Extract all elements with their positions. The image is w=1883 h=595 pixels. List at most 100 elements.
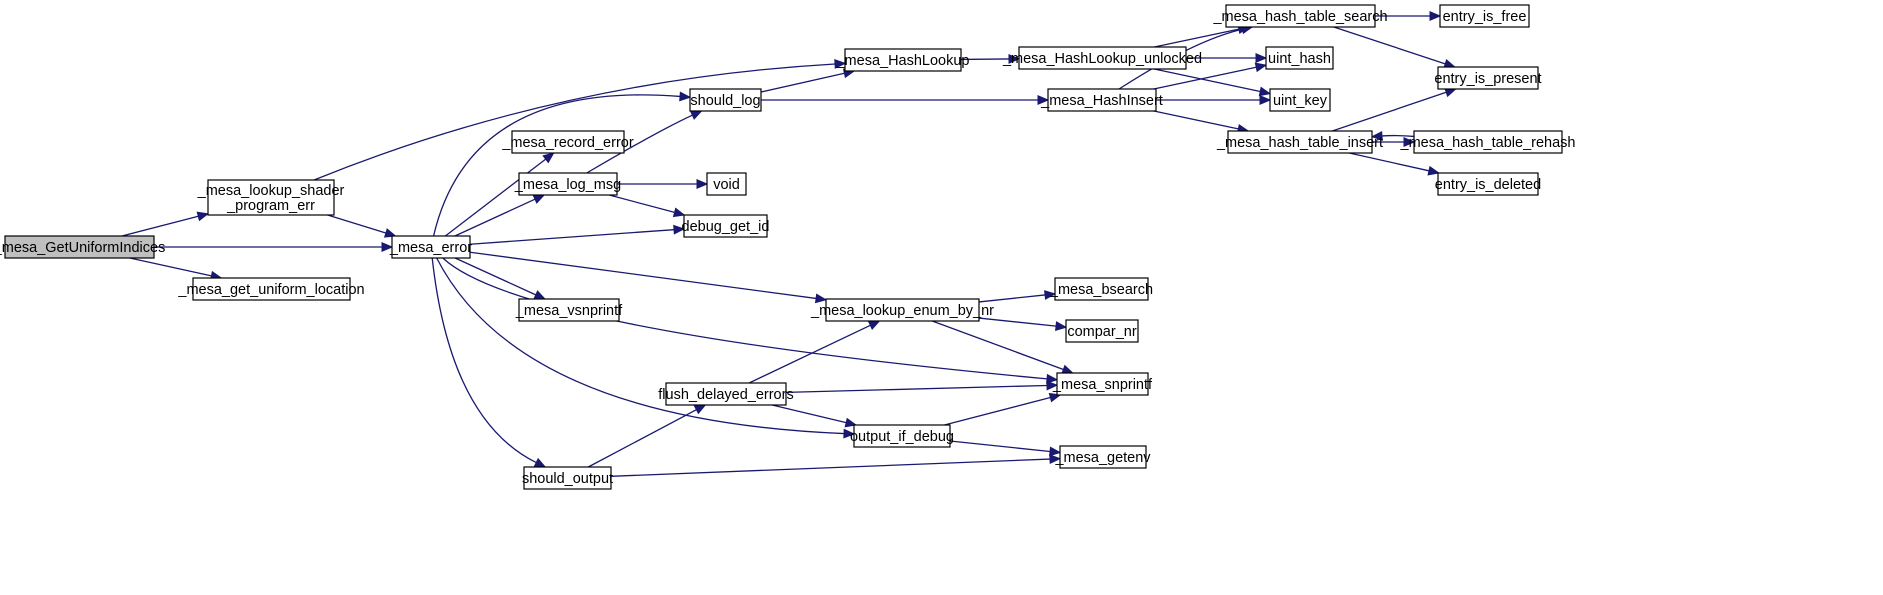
node-uint-key[interactable]: uint_key: [1269, 88, 1331, 112]
node-hash-table-rehash[interactable]: _mesa_hash_table_rehash: [1400, 130, 1576, 154]
edge-line: [1153, 66, 1257, 90]
edge-line: [129, 257, 212, 277]
edge-mesa-error-to-log-msg: [454, 194, 546, 237]
node-label: _mesa_get_uniform_location: [177, 282, 364, 298]
edge-arrowhead: [673, 224, 686, 235]
edge-mesa-error-to-snprintf: [442, 257, 1059, 384]
edge-line: [949, 440, 1051, 453]
edge-arrowhead: [1049, 454, 1062, 465]
edge-hash-lookup-unlocked-to-uint-key: [1154, 68, 1272, 97]
edge-arrowhead: [1259, 95, 1272, 105]
node-get-uniform-indices[interactable]: _mesa_GetUniformIndices: [0, 235, 165, 259]
edge-should-output-to-flush-delayed-errors: [587, 404, 707, 468]
edge-arrowhead: [696, 179, 709, 189]
edge-arrowhead: [814, 293, 828, 304]
edge-hash-table-insert-to-hash-table-rehash: [1372, 137, 1416, 147]
node-box: [1265, 46, 1334, 70]
node-box: [1054, 277, 1149, 301]
node-label: _program_err: [226, 198, 315, 214]
node-vsnprintf[interactable]: _mesa_vsnprintf: [515, 298, 623, 322]
node-entry-is-free[interactable]: entry_is_free: [1439, 4, 1530, 28]
node-hash-table-search[interactable]: _mesa_hash_table_search: [1212, 4, 1388, 28]
node-compar-nr[interactable]: compar_nr: [1065, 319, 1139, 343]
node-get-uniform-location[interactable]: _mesa_get_uniform_location: [177, 277, 365, 301]
edge-output-if-debug-to-snprintf: [944, 392, 1062, 426]
node-debug-get-id[interactable]: debug_get_id: [682, 214, 770, 238]
edge-line: [442, 257, 1048, 380]
edge-line: [760, 72, 845, 93]
edge-arrowhead: [1255, 53, 1268, 63]
edge-arrowhead: [1403, 137, 1416, 147]
node-log-msg[interactable]: _mesa_log_msg: [514, 172, 621, 196]
edge-arrowhead: [843, 428, 856, 439]
node-box: [1047, 88, 1157, 112]
node-box: [1225, 4, 1376, 28]
node-box: [1413, 130, 1563, 154]
node-uint-hash[interactable]: uint_hash: [1265, 46, 1334, 70]
edge-line: [1333, 26, 1446, 65]
edge-arrowhead: [383, 228, 397, 238]
edge-arrowhead: [1044, 290, 1057, 300]
node-hash-lookup-unlocked[interactable]: _mesa_HashLookup_unlocked: [1002, 46, 1202, 70]
edge-line: [327, 214, 387, 234]
node-void[interactable]: void: [706, 172, 747, 196]
edge-flush-delayed-errors-to-lookup-enum-by-nr: [748, 320, 881, 384]
node-bsearch[interactable]: _mesa_bsearch: [1049, 277, 1153, 301]
edge-mesa-error-to-record-error: [444, 152, 555, 237]
node-mesa-error[interactable]: _mesa_error: [389, 235, 472, 259]
node-hash-insert[interactable]: _mesa_HashInsert: [1040, 88, 1163, 112]
edge-line: [587, 409, 697, 468]
edge-get-uniform-indices-to-mesa-error: [154, 242, 394, 252]
node-should-output[interactable]: should_output: [522, 466, 613, 490]
edge-line: [1332, 91, 1447, 132]
node-lookup-enum-by-nr[interactable]: _mesa_lookup_enum_by_nr: [810, 298, 994, 322]
node-box: [523, 466, 612, 490]
edge-should-log-to-hash-lookup: [760, 68, 856, 93]
node-hash-table-insert[interactable]: _mesa_hash_table_insert: [1216, 130, 1383, 154]
node-label: flush_delayed_errors: [658, 387, 793, 403]
node-box: [518, 298, 620, 322]
node-box: [1227, 130, 1373, 154]
edge-line: [1154, 28, 1239, 48]
edge-hash-table-insert-to-entry-is-present: [1332, 87, 1457, 132]
edge-line: [748, 324, 871, 384]
edge-line: [944, 396, 1051, 426]
edge-hash-table-search-to-entry-is-present: [1333, 26, 1456, 69]
edge-line: [436, 257, 845, 435]
node-snprintf[interactable]: _mesa_snprintf: [1052, 372, 1153, 396]
node-box: [391, 235, 471, 259]
node-label: _mesa_error: [389, 240, 472, 256]
edge-line: [432, 94, 681, 237]
node-getenv[interactable]: _mesa_getenv: [1054, 445, 1151, 469]
node-label: entry_is_free: [1443, 9, 1527, 25]
edge-flush-delayed-errors-to-snprintf: [785, 380, 1059, 394]
node-label: should_output: [522, 471, 613, 487]
edge-line: [771, 404, 847, 424]
edge-flush-delayed-errors-to-output-if-debug: [771, 404, 858, 428]
node-box: [1065, 319, 1139, 343]
node-label: void: [713, 177, 740, 193]
edge-should-output-to-getenv: [610, 454, 1062, 477]
node-entry-is-present[interactable]: entry_is_present: [1434, 66, 1542, 90]
edge-line: [121, 215, 199, 237]
edge-line: [313, 63, 836, 181]
node-label: uint_hash: [1268, 51, 1331, 67]
node-box: [844, 48, 962, 72]
node-label: _mesa_lookup_enum_by_nr: [810, 303, 994, 319]
edge-line: [431, 257, 537, 464]
node-label: _mesa_getenv: [1054, 450, 1151, 466]
edges-layer: [121, 11, 1457, 477]
node-flush-delayed-errors[interactable]: flush_delayed_errors: [658, 382, 794, 406]
node-should-log[interactable]: should_log: [689, 88, 762, 112]
node-box: [689, 88, 762, 112]
edge-line: [469, 251, 817, 300]
node-entry-is-deleted[interactable]: entry_is_deleted: [1435, 172, 1541, 196]
edge-line: [610, 458, 1051, 477]
edge-lookup-enum-by-nr-to-bsearch: [978, 290, 1057, 303]
node-lookup-shader-program-err[interactable]: _mesa_lookup_shader_program_err: [197, 179, 345, 216]
node-output-if-debug[interactable]: output_if_debug: [850, 424, 954, 448]
node-label: _mesa_hash_table_search: [1212, 9, 1387, 25]
node-hash-lookup[interactable]: _mesa_HashLookup: [835, 48, 970, 72]
node-record-error[interactable]: _mesa_record_error: [501, 130, 634, 154]
